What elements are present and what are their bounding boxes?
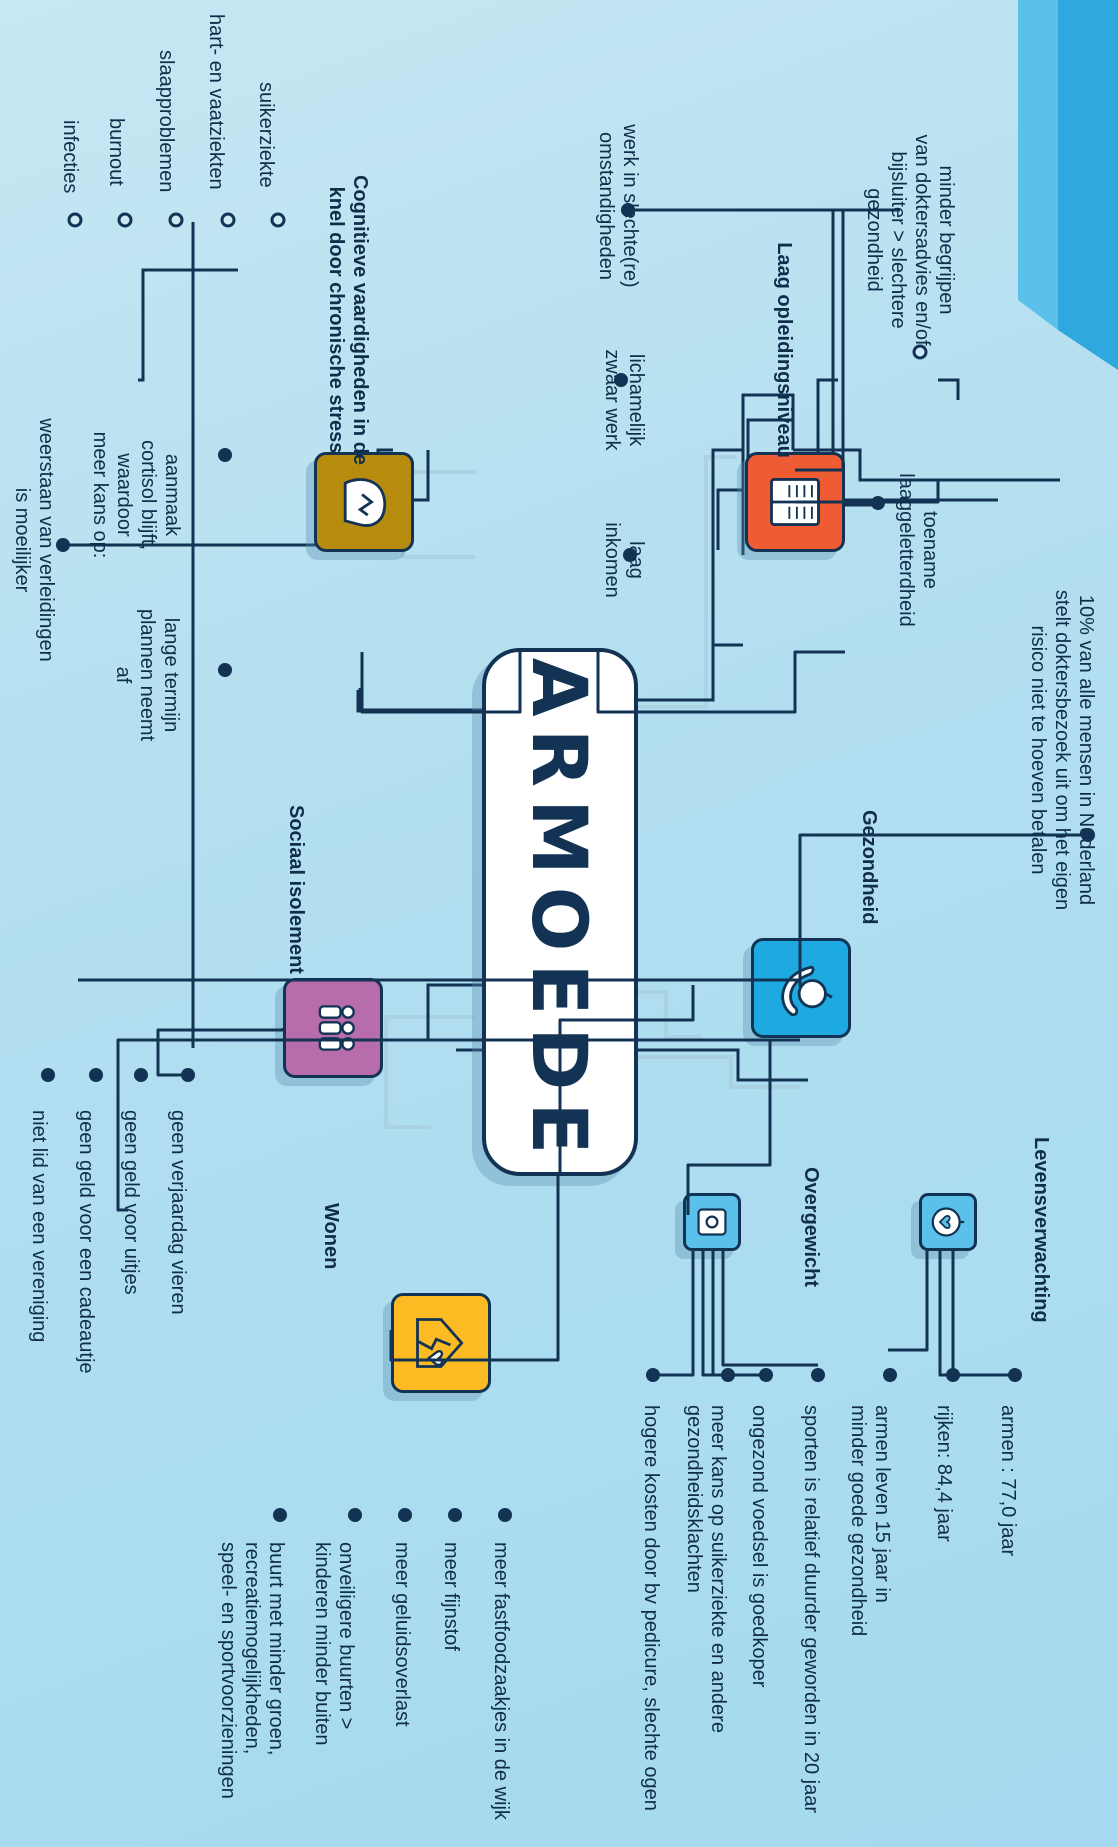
stress-disease-3: burnout: [105, 118, 127, 186]
housing-leaf-3: onveiligere buurten > kinderen minder bu…: [311, 1542, 357, 1746]
overweight-leaf-3: hogere kosten door bv pedicure, slechte …: [640, 1405, 662, 1811]
life-leaf-1: rijken: 84,4 jaar: [933, 1405, 955, 1542]
housing-icon-box: [391, 1293, 491, 1393]
stress-disease-1: hart- en vaatziekten: [205, 14, 227, 190]
life-title: Levensverwachting: [1030, 1137, 1052, 1323]
stress-leaf-planning: lange termijn plannen neemt af: [112, 608, 182, 742]
head-stress-icon: [343, 478, 387, 527]
housing-leaf-4: buurt met minder groen, recreatiemogelij…: [217, 1542, 287, 1799]
stopwatch-heart-icon: [931, 1207, 965, 1237]
education-leaf-physical: lichamelijk zwaar werk: [601, 349, 647, 451]
stress-disease-4: infecties: [59, 120, 81, 194]
fruit-icon: [781, 965, 833, 1017]
overweight-leaf-1: ongezond voedsel is goedkoper: [748, 1405, 770, 1688]
education-leaf-literacy-result: minder begrijpen van doktersadvies en/of…: [863, 134, 957, 346]
broken-house-icon: [416, 1318, 464, 1368]
overweight-title: Overgewicht: [800, 1167, 822, 1288]
overweight-leaf-2: meer kans op suikerziekte en andere gezo…: [683, 1405, 729, 1733]
corner-banner: [1018, 0, 1118, 370]
housing-title: Wonen: [320, 1203, 342, 1270]
housing-leaf-1: meer fijnstof: [440, 1542, 462, 1651]
social-title: Sociaal isolement: [285, 805, 307, 974]
education-leaf-work: werk in slechte(re) omstandigheden: [595, 124, 641, 288]
education-leaf-literacy: toename laaggeletterdheid: [895, 473, 941, 627]
stress-leaf-temptation: weerstaan van verleidingen is moeilijker: [11, 418, 57, 662]
central-topic-title: ARMOEDE: [515, 657, 605, 1167]
health-title: Gezondheid: [858, 810, 880, 925]
social-icon-box: [283, 978, 383, 1078]
education-title: Laag opleidingsniveau: [773, 242, 795, 458]
social-leaf-2: geen geld voor een cadeautje: [75, 1110, 97, 1374]
central-topic-box: ARMOEDE: [482, 648, 638, 1176]
housing-leaf-0: meer fastfoodzaakjes in de wijk: [490, 1542, 512, 1820]
overweight-leaf-0: sporten is relatief duurder geworden in …: [800, 1405, 822, 1814]
stress-leaf-cortisol: aanmaak cortisol blijft, waardoor meer k…: [89, 431, 183, 559]
scale-icon: [697, 1208, 727, 1236]
stress-title: Cognitieve vaardigheden in de knel door …: [325, 174, 371, 466]
education-leaf-income: laag inkomen: [601, 522, 647, 598]
stress-disease-0: suikerziekte: [255, 82, 277, 188]
life-leaf-2: armen leven 15 jaar in minder goede gezo…: [847, 1405, 893, 1637]
overweight-icon-box: [683, 1193, 741, 1251]
social-leaf-1: geen geld voor uitjes: [120, 1110, 142, 1295]
social-leaf-3: niet lid van een vereniging: [28, 1110, 50, 1343]
health-note: 10% van alle mensen in Nederland stelt d…: [1027, 589, 1097, 911]
life-icon-box: [919, 1193, 977, 1251]
housing-leaf-2: meer geluidsoverlast: [391, 1542, 413, 1727]
health-icon-box: [751, 938, 851, 1038]
stress-icon-box: [314, 452, 414, 552]
life-leaf-0: armen : 77,0 jaar: [997, 1405, 1019, 1557]
stress-disease-2: slaapproblemen: [155, 50, 177, 193]
people-icon: [318, 1005, 355, 1051]
social-leaf-0: geen verjaardag vieren: [167, 1110, 189, 1315]
